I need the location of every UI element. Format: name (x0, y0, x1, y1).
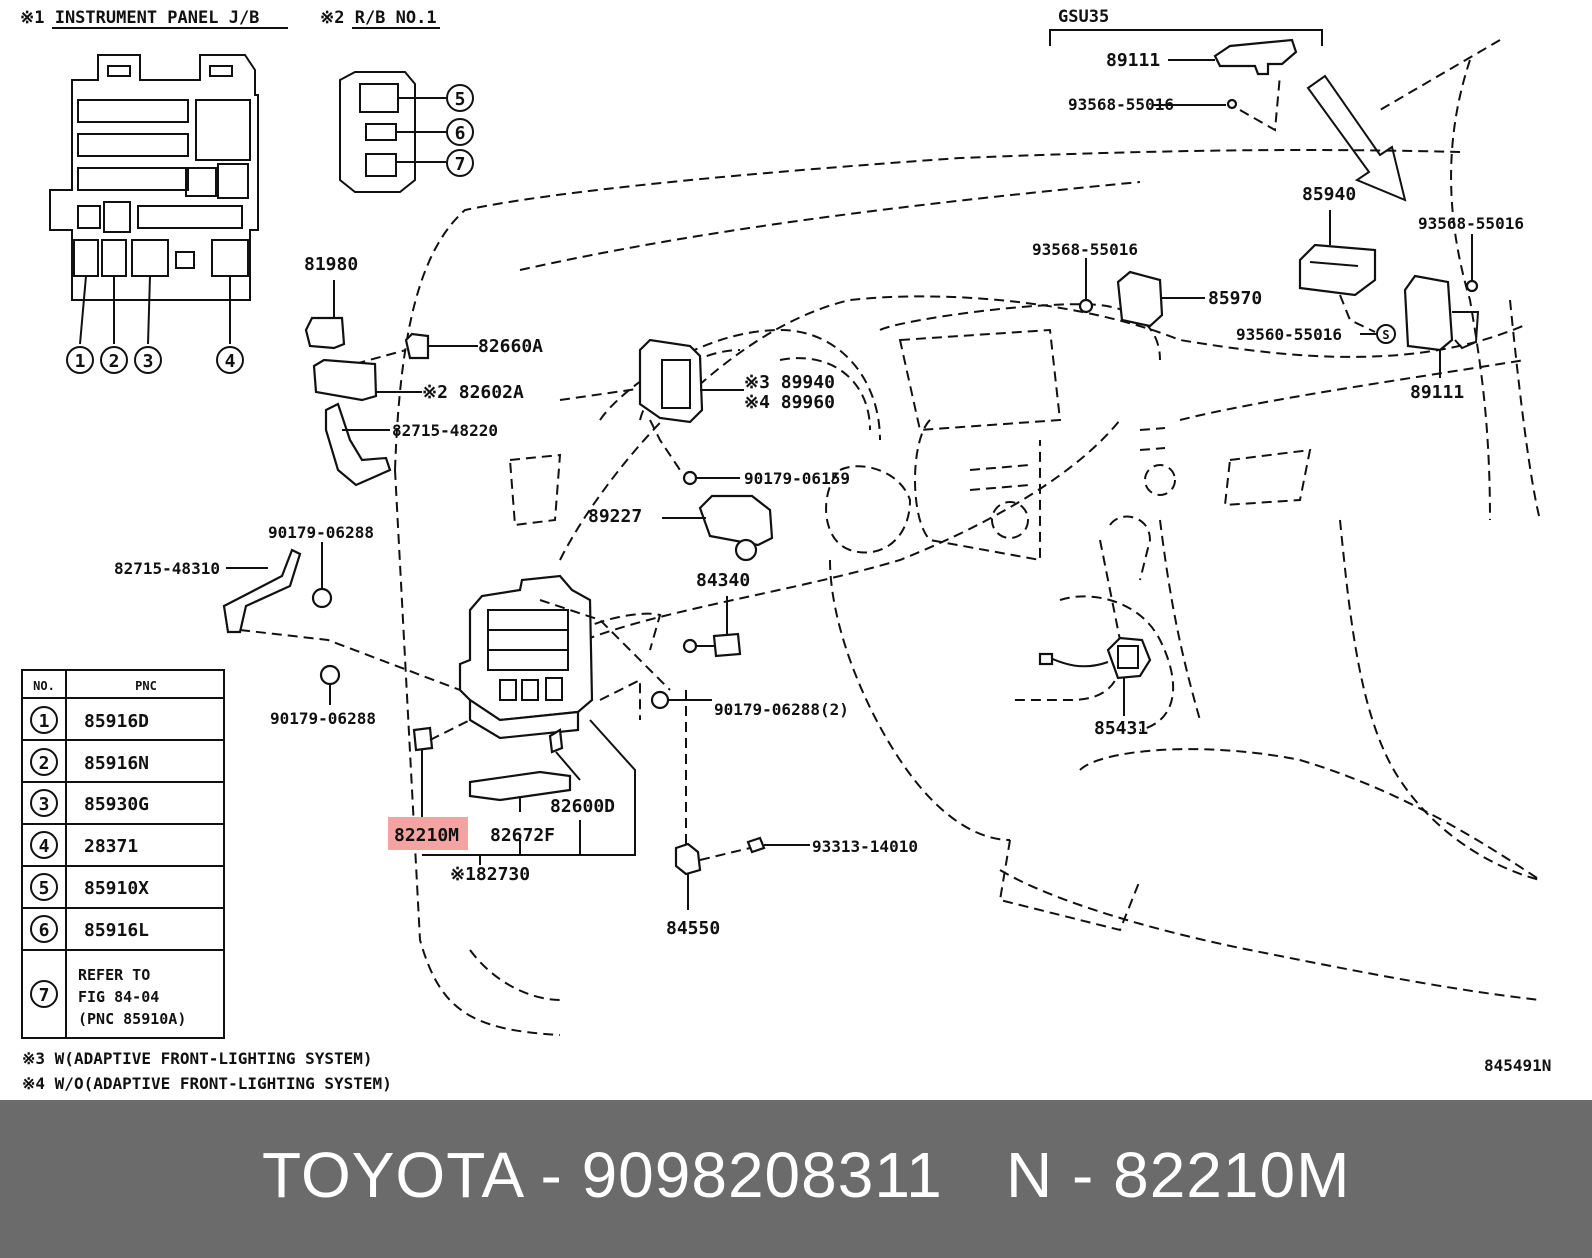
callouts-1-4: 1 2 3 4 (66, 346, 244, 374)
component-85970 (1078, 258, 1205, 328)
label-89111-right: 89111 (1410, 382, 1464, 403)
callout-6: 6 (455, 123, 466, 144)
component-89111-right (1403, 234, 1480, 378)
component-89940-89960 (638, 338, 744, 471)
table-row-pnc: 85916D (84, 711, 149, 732)
table-row-pnc: 28371 (84, 836, 138, 857)
footer-pnc: N - 82210M (1006, 1139, 1351, 1211)
svg-text:S: S (1382, 328, 1389, 342)
label-85940: 85940 (1302, 184, 1356, 205)
component-85431 (1038, 636, 1152, 716)
label-90179-06288-2: 90179-06288(2) (714, 700, 849, 719)
footnote-3: ※3 W(ADAPTIVE FRONT-LIGHTING SYSTEM) (22, 1049, 373, 1068)
parts-diagram: ※1 INSTRUMENT PANEL J/B ※2 R/B NO.1 GSU3… (20, 7, 1552, 1093)
label-93560: 93560-55016 (1236, 325, 1342, 344)
table-row-pnc: 85916N (84, 753, 149, 774)
callout-1: 1 (75, 351, 86, 372)
fastener-90179-06288-2 (650, 690, 670, 710)
callout-5: 5 (455, 89, 466, 110)
table-row-no: 1 (39, 711, 50, 732)
table-row-pnc-line: (PNC 85910A) (78, 1010, 186, 1028)
label-82715-48310: 82715-48310 (114, 559, 220, 578)
table-row-pnc: 85930G (84, 794, 149, 815)
label-89227: 89227 (588, 506, 642, 527)
highlight-82210M (388, 817, 468, 850)
table-row-no: 3 (39, 794, 50, 815)
dashboard-outline (394, 39, 1541, 1036)
table-row-no: 2 (39, 753, 50, 774)
table-row-pnc: 85916L (84, 920, 149, 941)
relay-block-no1-drawing (339, 71, 446, 193)
label-82672F: 82672F (490, 825, 555, 846)
table-row-no: 7 (39, 985, 50, 1006)
table-header-pnc: PNC (135, 679, 157, 693)
label-82602A: ※2 82602A (422, 382, 524, 403)
note-gsu35: GSU35 (1058, 7, 1109, 27)
component-85940 (1298, 210, 1377, 333)
table-row-no: 4 (39, 836, 50, 857)
footer-part-number: TOYOTA - 9098208311 (262, 1139, 943, 1211)
label-90179-06288-lower: 90179-06288 (270, 709, 376, 728)
callout-2: 2 (109, 351, 120, 372)
component-84550 (674, 690, 810, 910)
table-row-no: 6 (39, 920, 50, 941)
instrument-panel-jb-drawing (49, 54, 259, 345)
component-82602A (312, 358, 422, 402)
label-89940: ※3 89940 (744, 372, 835, 393)
component-89227 (662, 494, 774, 562)
view-arrow (1306, 74, 1407, 202)
component-82672F (468, 770, 572, 802)
table-row-pnc-line: REFER TO (78, 966, 150, 984)
label-84550: 84550 (666, 918, 720, 939)
callouts-5-7: 5 6 7 (446, 84, 474, 177)
component-89111-top (1152, 38, 1298, 132)
label-82210M: 82210M (394, 825, 459, 846)
junction-block-82730 (458, 574, 671, 740)
component-82715-48220 (324, 402, 392, 487)
footnote-4: ※4 W/O(ADAPTIVE FRONT-LIGHTING SYSTEM) (22, 1074, 392, 1093)
label-93568-mid: 93568-55016 (1032, 240, 1138, 259)
note-rb-no1: ※2 R/B NO.1 (320, 8, 437, 28)
label-84340: 84340 (696, 570, 750, 591)
label-93313-14010: 93313-14010 (812, 837, 918, 856)
label-89111-top: 89111 (1106, 50, 1160, 71)
label-85970: 85970 (1208, 288, 1262, 309)
fastener-90179-06159 (682, 470, 698, 486)
component-82715-48310 (222, 548, 302, 634)
label-93568-right: 93568-55016 (1418, 214, 1524, 233)
label-82600D: 82600D (550, 796, 615, 817)
table-header-no: NO. (33, 679, 55, 693)
footer-bar: TOYOTA - 9098208311 N - 82210M (0, 1100, 1592, 1258)
label-90179-06288-upper: 90179-06288 (268, 523, 374, 542)
label-90179-06159: 90179-06159 (744, 469, 850, 488)
fastener-90179-06288-upper (311, 587, 333, 609)
pnc-table: NO. PNC 1 85916D 2 85916N 3 85930G 4 283… (21, 669, 225, 1039)
label-182730: ※182730 (450, 864, 530, 885)
label-89960: ※4 89960 (744, 392, 835, 413)
diagram-drawing: ※1 INSTRUMENT PANEL J/B ※2 R/B NO.1 GSU3… (20, 7, 1551, 1093)
label-93568-top: 93568-55016 (1068, 95, 1174, 114)
label-82715-48220: 82715-48220 (392, 421, 498, 440)
label-81980: 81980 (304, 254, 358, 275)
component-82600D (548, 728, 564, 754)
fastener-90179-06288-lower (319, 664, 341, 686)
component-82210M (412, 726, 434, 752)
component-84340 (682, 596, 742, 658)
label-85431: 85431 (1094, 718, 1148, 739)
label-82660A: 82660A (478, 336, 543, 357)
component-81980 (304, 280, 346, 350)
illustration-code: 845491N (1484, 1056, 1551, 1075)
table-row-pnc-line: FIG 84-04 (78, 988, 159, 1006)
table-row-pnc: 85910X (84, 878, 149, 899)
note-instrument-panel-jb: ※1 INSTRUMENT PANEL J/B (20, 8, 259, 28)
callout-4: 4 (225, 351, 236, 372)
table-row-no: 5 (39, 878, 50, 899)
component-82660A (339, 332, 478, 369)
callout-3: 3 (143, 351, 154, 372)
callout-7: 7 (455, 154, 466, 175)
